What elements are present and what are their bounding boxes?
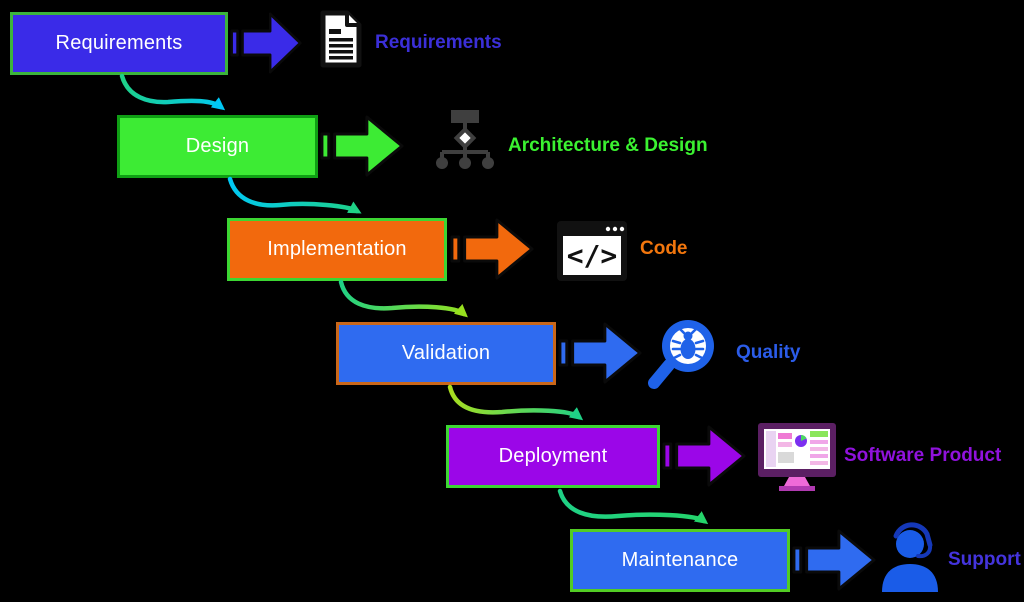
flow-arrow-design [320,115,404,177]
connector-implementation-validation [338,279,468,318]
step-label-maintenance: Maintenance [621,549,739,571]
artifact-label-validation: Quality [736,342,801,363]
connector-requirements-design [119,73,226,111]
step-box-requirements: Requirements [10,12,228,75]
monitor-icon [756,421,838,493]
step-label-validation: Validation [401,342,491,364]
step-box-design: Design [117,115,318,178]
connector-design-implementation [227,176,362,214]
bug-magnifier-icon [646,316,720,394]
artifact-label-deployment: Software Product [844,445,1002,466]
artifact-label-design: Architecture & Design [508,135,708,156]
step-box-validation: Validation [336,322,556,385]
step-label-deployment: Deployment [498,445,608,467]
flow-arrow-maintenance [792,529,876,591]
code-window-icon: </> [556,220,628,282]
step-box-deployment: Deployment [446,425,660,488]
flow-arrow-deployment [662,425,746,487]
flow-arrow-validation [558,322,642,384]
step-box-maintenance: Maintenance [570,529,790,592]
step-box-implementation: Implementation [227,218,447,281]
svg-text:</>: </> [567,239,618,272]
flow-arrow-implementation [450,218,534,280]
support-agent-icon [876,520,948,594]
step-label-design: Design [185,135,250,157]
artifact-label-maintenance: Support [948,549,1021,570]
step-label-requirements: Requirements [55,32,183,54]
step-label-implementation: Implementation [267,238,407,260]
document-icon [318,10,364,70]
connector-deployment-maintenance [557,488,709,525]
artifact-label-implementation: Code [640,238,688,259]
flow-arrow-requirements [230,12,302,74]
artifact-label-requirements: Requirements [375,32,502,53]
connector-validation-deployment [447,384,584,421]
org-chart-icon [432,108,498,172]
